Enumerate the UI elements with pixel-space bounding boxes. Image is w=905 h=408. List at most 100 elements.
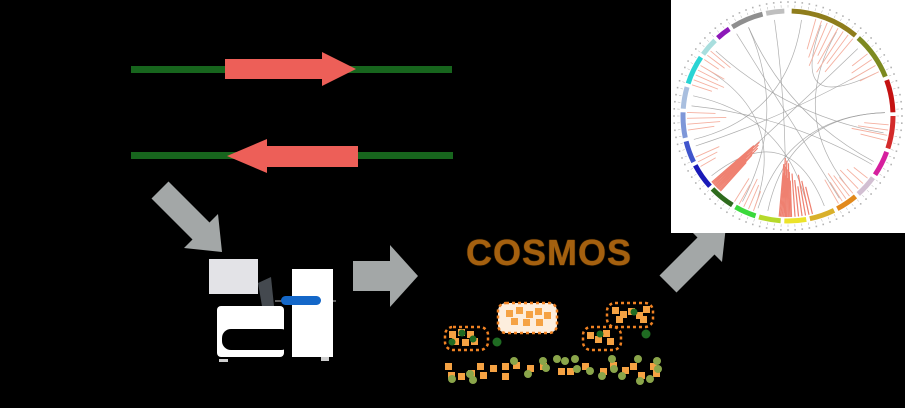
read-dot [448,338,456,346]
circos-tick-label-mark [745,9,747,11]
circos-axis-tick [814,8,816,11]
scatter-square [513,362,520,369]
circos-tick-label-mark [801,228,804,230]
circos-insertion-tick [687,112,716,114]
circos-tick-label-mark [772,2,775,4]
circos-axis-tick [845,207,848,210]
circos-insertion-tick [707,54,725,69]
circos-insertion-tick [695,74,725,88]
circos-tick-label-mark [684,66,686,69]
cosmos-software-label: COSMOS [465,232,632,273]
scatter-dot [542,364,550,372]
read-dot [458,329,466,337]
read-square [587,332,594,339]
circos-chromosome-segment [680,112,688,139]
cluster-box [581,325,623,352]
circos-tick-label-mark [673,122,676,124]
circos-axis-tick [891,81,894,83]
circos-insertion-tick [817,25,834,56]
scatter-dot [654,365,662,373]
circos-insertion-tick [829,181,843,202]
circos-tick-label-mark [879,182,882,184]
scatter-square [650,363,657,370]
circos-axis-tick [760,221,762,224]
circos-axis-tick [856,199,859,202]
circos-insertion-tick [779,172,785,217]
circos-tick-label-mark [690,54,693,56]
circos-chromosome-segment [685,55,704,85]
circos-tick-label-mark [780,228,782,231]
circos-insertion-tick [715,144,759,188]
circos-tick-label-mark [684,163,686,166]
circos-insertion-tick [851,53,868,67]
circos-insertion-tick [719,162,747,192]
circos-axis-tick [875,50,878,53]
scatter-square [527,365,534,372]
circos-insertion-tick [839,169,859,189]
circos-insertion-tick [697,151,718,163]
circos-axis-tick [814,221,816,224]
circos-insertion-tick [687,116,727,119]
circos-tick-label-mark [794,1,796,4]
circos-tick-label-mark [899,93,901,96]
circos-tick-label-mark [865,32,867,34]
cluster-box [605,301,655,329]
circos-axis-tick [711,34,714,38]
circos-axis-tick [851,203,854,206]
circos-axis-tick [680,88,683,90]
circos-tick-label-mark [895,79,898,82]
circos-tick-label-mark [765,227,768,229]
circos-tick-label-mark [842,15,844,17]
circos-chromosome-segment [731,11,764,30]
circos-insertion-tick [846,168,864,184]
flow-arrow-east [353,245,418,307]
circos-insertion-tick [711,145,755,183]
circos-tick-label-mark [714,27,717,29]
circos-tick-label-mark [893,157,895,159]
circos-chromosome-segment [885,115,896,150]
circos-insertion-tick [712,151,748,184]
circos-insertion-tick [713,148,754,186]
circos-insertion-tick [791,173,796,217]
circos-axis-tick [879,173,882,176]
circos-axis-tick [891,149,894,151]
circos-axis-tick [690,168,694,170]
circos-axis-tick [702,45,705,48]
circos-insertion-tick [782,166,787,217]
circos-tick-label-mark [726,18,728,21]
circos-insertion-tick [857,125,889,131]
circos-tick-label-mark [690,176,693,178]
scatter-dot [510,357,518,365]
circos-axis-tick [862,194,865,198]
circos-insertion-tick [817,28,839,65]
circos-insertion-tick [859,71,879,82]
cluster-box [443,325,490,352]
circos-tick-label-mark [865,198,867,200]
circos-tick-label-mark [870,37,872,39]
circos-tick-label-mark [883,176,886,178]
circos-tick-label-mark [732,15,734,17]
circos-tick-label-mark [808,227,811,229]
circos-insertion-tick [781,158,786,217]
circos-tick-label-mark [745,221,747,223]
circos-tick-label-mark [893,73,895,75]
sequencer-tower [292,269,333,357]
read-square [516,307,523,314]
circos-tick-label-mark [694,182,697,184]
circos-insertion-tick [864,122,889,126]
circos-chromosome-segment [683,140,696,164]
circos-chromosome-segment [680,86,690,109]
circos-axis-tick [728,22,731,25]
circos-chord [715,50,884,134]
circos-tick-label-mark [687,170,689,172]
scatter-dot [608,355,616,363]
circos-tick-label-mark [738,218,741,220]
scatter-square [653,370,660,377]
circos-tick-label-mark [720,207,722,210]
circos-insertion-tick [851,127,888,136]
circos-axis-tick [706,190,710,193]
circos-tick-label-mark [699,187,701,190]
circos-axis-tick [851,26,854,29]
circos-insertion-tick [710,50,731,69]
